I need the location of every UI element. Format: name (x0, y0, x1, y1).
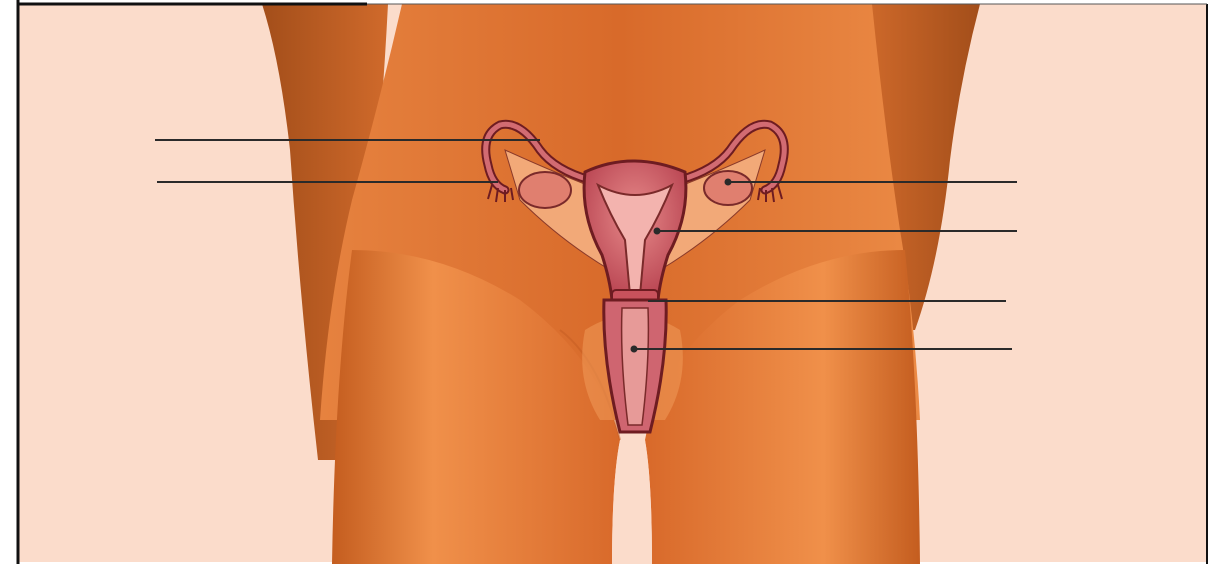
ovary-left (519, 172, 571, 208)
vaginal-canal (622, 308, 649, 425)
ovary-right (704, 171, 752, 205)
leg-gap (612, 440, 652, 564)
